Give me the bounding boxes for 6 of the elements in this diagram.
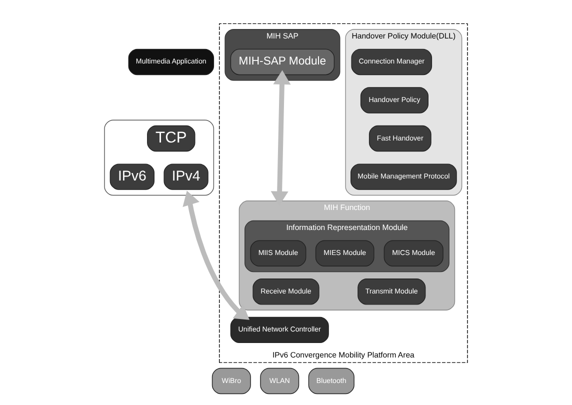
node-box: TCP — [147, 125, 196, 152]
arrow — [182, 190, 250, 320]
node-box: IPv6 — [110, 164, 154, 190]
node-box: IPv4 — [164, 164, 208, 190]
node-box: MIH-SAP Module — [230, 48, 335, 76]
cluster — [104, 120, 214, 196]
